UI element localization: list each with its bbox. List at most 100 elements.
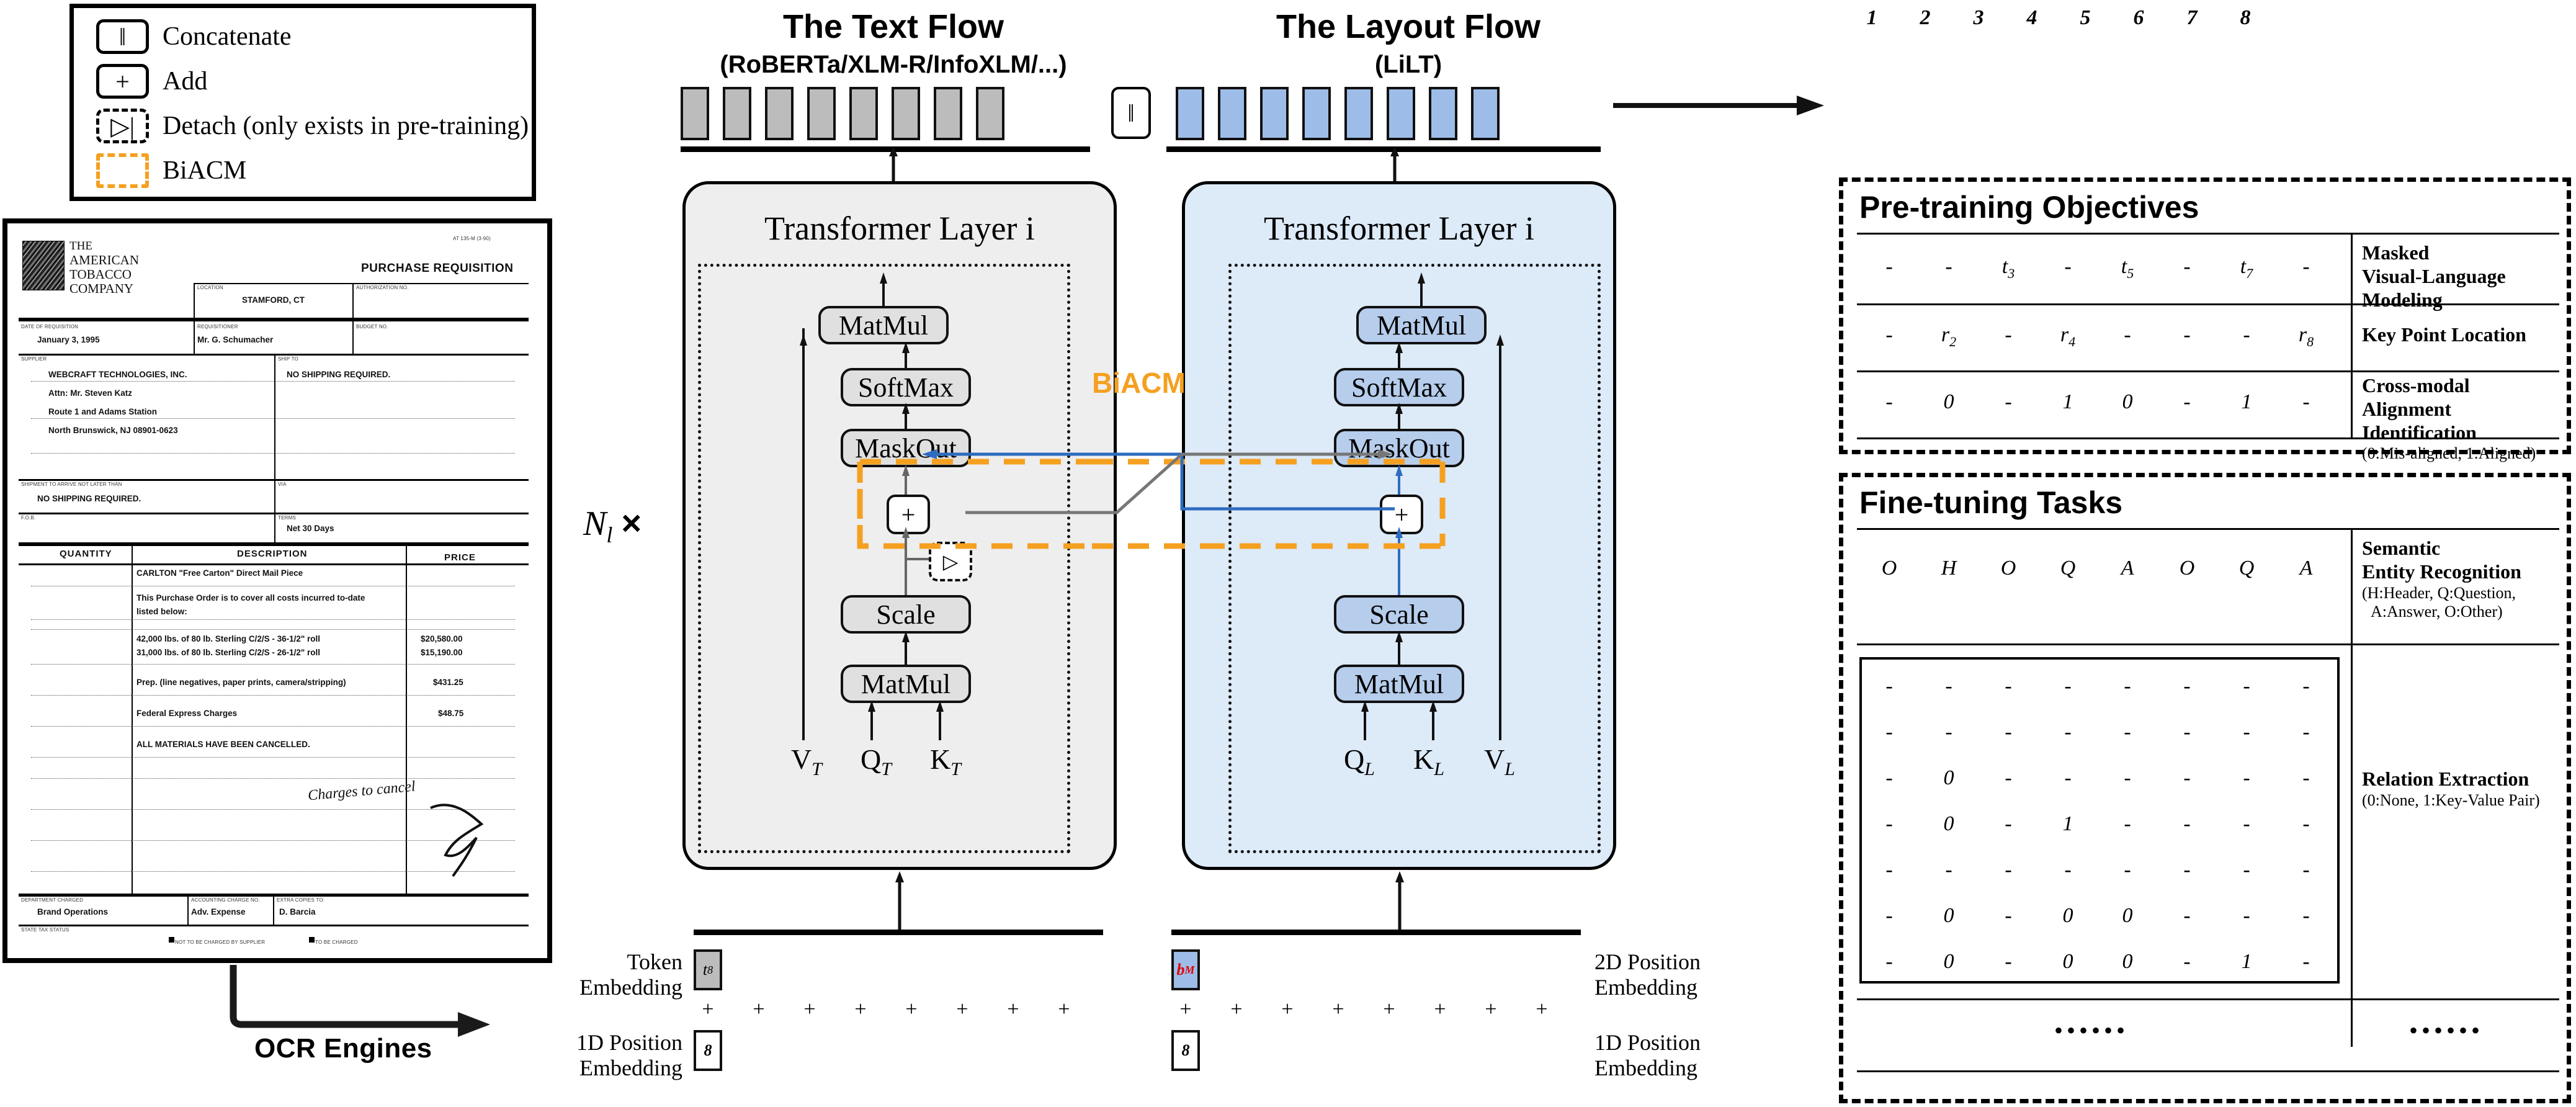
layout-output-tokens: [1176, 87, 1513, 140]
field-label: SHIP TO: [278, 356, 298, 362]
output-column: 7: [2178, 6, 2206, 34]
panel-title: Transformer Layer i: [1264, 210, 1534, 247]
text-input-bus: [694, 930, 1103, 935]
table-cell: -: [2064, 255, 2072, 278]
add-icon: +: [1281, 998, 1294, 1021]
table-cell: 1: [2241, 390, 2252, 413]
add-icon: +: [1332, 998, 1344, 1021]
table-cell: Q: [2238, 557, 2255, 580]
field-value: Net 30 Days: [287, 524, 334, 533]
kpl-desc: Key Point Location: [2362, 323, 2526, 346]
field-label: BUDGET NO.: [356, 324, 388, 329]
text-flow-title: The Text Flow: [782, 8, 1004, 45]
add-icon: +: [1007, 998, 1019, 1021]
table-cell: -: [2124, 858, 2131, 881]
add-icon: +: [854, 998, 867, 1021]
table-cell: -: [2005, 904, 2012, 927]
text-input-arrow: [895, 871, 904, 930]
legend-box: ‖ Concatenate + Add ▷| Detach (only exis…: [69, 4, 536, 201]
table-cell: r2: [1941, 323, 1957, 349]
add-icon: +: [1434, 998, 1446, 1021]
handwritten-note: Charges to cancel: [307, 778, 416, 804]
table-cell: -: [2243, 675, 2250, 697]
op-maskout: MaskOut: [1334, 429, 1464, 467]
field-label: STATE TAX STATUS: [21, 927, 69, 933]
table-cell: -: [1885, 675, 1893, 697]
table-cell: -: [2302, 675, 2310, 697]
table-cell: -: [1885, 904, 1893, 927]
output-index-label: 7: [2186, 6, 2198, 29]
detach-icon: ▷: [929, 542, 972, 581]
table-cell: -: [2243, 904, 2250, 927]
table-cell: 0: [2122, 950, 2133, 973]
input-v-text: VT: [791, 743, 822, 780]
supplier-line: WEBCRAFT TECHNOLOGIES, INC.: [48, 370, 187, 379]
document-title: PURCHASE REQUISITION: [361, 262, 514, 275]
field-label: SHIPMENT TO ARRIVE NOT LATER THAN: [21, 482, 122, 487]
token-box: [1218, 87, 1246, 140]
line-item-price: $15,190.00: [421, 648, 463, 657]
text-flow-arrows: [800, 272, 944, 740]
table-cell: -: [2243, 812, 2250, 835]
table-cell: -: [2064, 766, 2072, 789]
table-cell: -: [2183, 950, 2191, 973]
line-item-price: $431.25: [433, 678, 463, 687]
layout-input-bus: [1171, 930, 1581, 935]
add-icon: +: [1230, 998, 1243, 1021]
table-cell: r8: [2298, 323, 2314, 349]
layout-transformer-panel: Transformer Layer i MatMul SoftMax MaskO…: [1182, 181, 1616, 870]
table-cell: t3: [2001, 255, 2015, 281]
mvlm-desc: Masked Visual-Language Modeling: [2362, 241, 2506, 311]
ocr-flow-arrow: [230, 965, 490, 1037]
field-value: Brand Operations: [37, 907, 109, 917]
legend-item-add: + Add: [96, 64, 207, 99]
table-cell: -: [2243, 766, 2250, 789]
line-item-desc: listed below:: [136, 607, 187, 616]
input-v-layout: VL: [1484, 743, 1515, 780]
ocr-engines-label: OCR Engines: [254, 1033, 432, 1064]
op-scale: Scale: [841, 595, 971, 634]
table-cell: -: [2005, 858, 2012, 881]
op-softmax: SoftMax: [1334, 368, 1464, 406]
panel-title: Transformer Layer i: [764, 210, 1035, 247]
layout-input-arrow: [1395, 871, 1404, 930]
table-cell: -: [2243, 720, 2250, 743]
table-cell: -: [2124, 720, 2131, 743]
table-cell: -: [2183, 858, 2191, 881]
table-cell: -: [2302, 904, 2310, 927]
legend-label: Concatenate: [163, 22, 292, 51]
text-up-arrow: [889, 146, 898, 181]
table-cell: -: [2183, 390, 2191, 413]
table-cell: -: [2302, 255, 2310, 278]
add-icon: +: [1485, 998, 1497, 1021]
table-cell: 0: [1943, 812, 1954, 835]
biacm-icon: [96, 153, 149, 188]
company-line: COMPANY: [69, 281, 134, 296]
cmai-desc: Cross-modal Alignment Identification (0:…: [2362, 374, 2536, 463]
ellipsis-left: ••••••: [2054, 1016, 2129, 1044]
line-item-desc: CARLTON "Free Carton" Direct Mail Piece: [136, 568, 303, 578]
company-line: TOBACCO: [69, 267, 132, 282]
op-scale: Scale: [1334, 595, 1464, 634]
table-cell: -: [2064, 720, 2072, 743]
table-cell: 0: [1943, 904, 1954, 927]
table-cell: -: [1885, 323, 1893, 346]
table-cell: -: [2302, 720, 2310, 743]
layout-up-arrow: [1390, 146, 1399, 181]
table-cell: 0: [2062, 904, 2073, 927]
table-cell: r4: [2060, 323, 2076, 349]
field-value: Adv. Expense: [191, 907, 246, 917]
output-column: 5: [2071, 6, 2100, 34]
table-cell: A: [2299, 557, 2313, 580]
table-cell: -: [2005, 812, 2012, 835]
field-label: REQUISITIONER: [197, 324, 238, 329]
add-icon: +: [753, 998, 765, 1021]
concatenate-icon: ‖: [1111, 87, 1151, 139]
add-icon: +: [905, 998, 918, 1021]
line-item-desc: Federal Express Charges: [136, 709, 238, 718]
